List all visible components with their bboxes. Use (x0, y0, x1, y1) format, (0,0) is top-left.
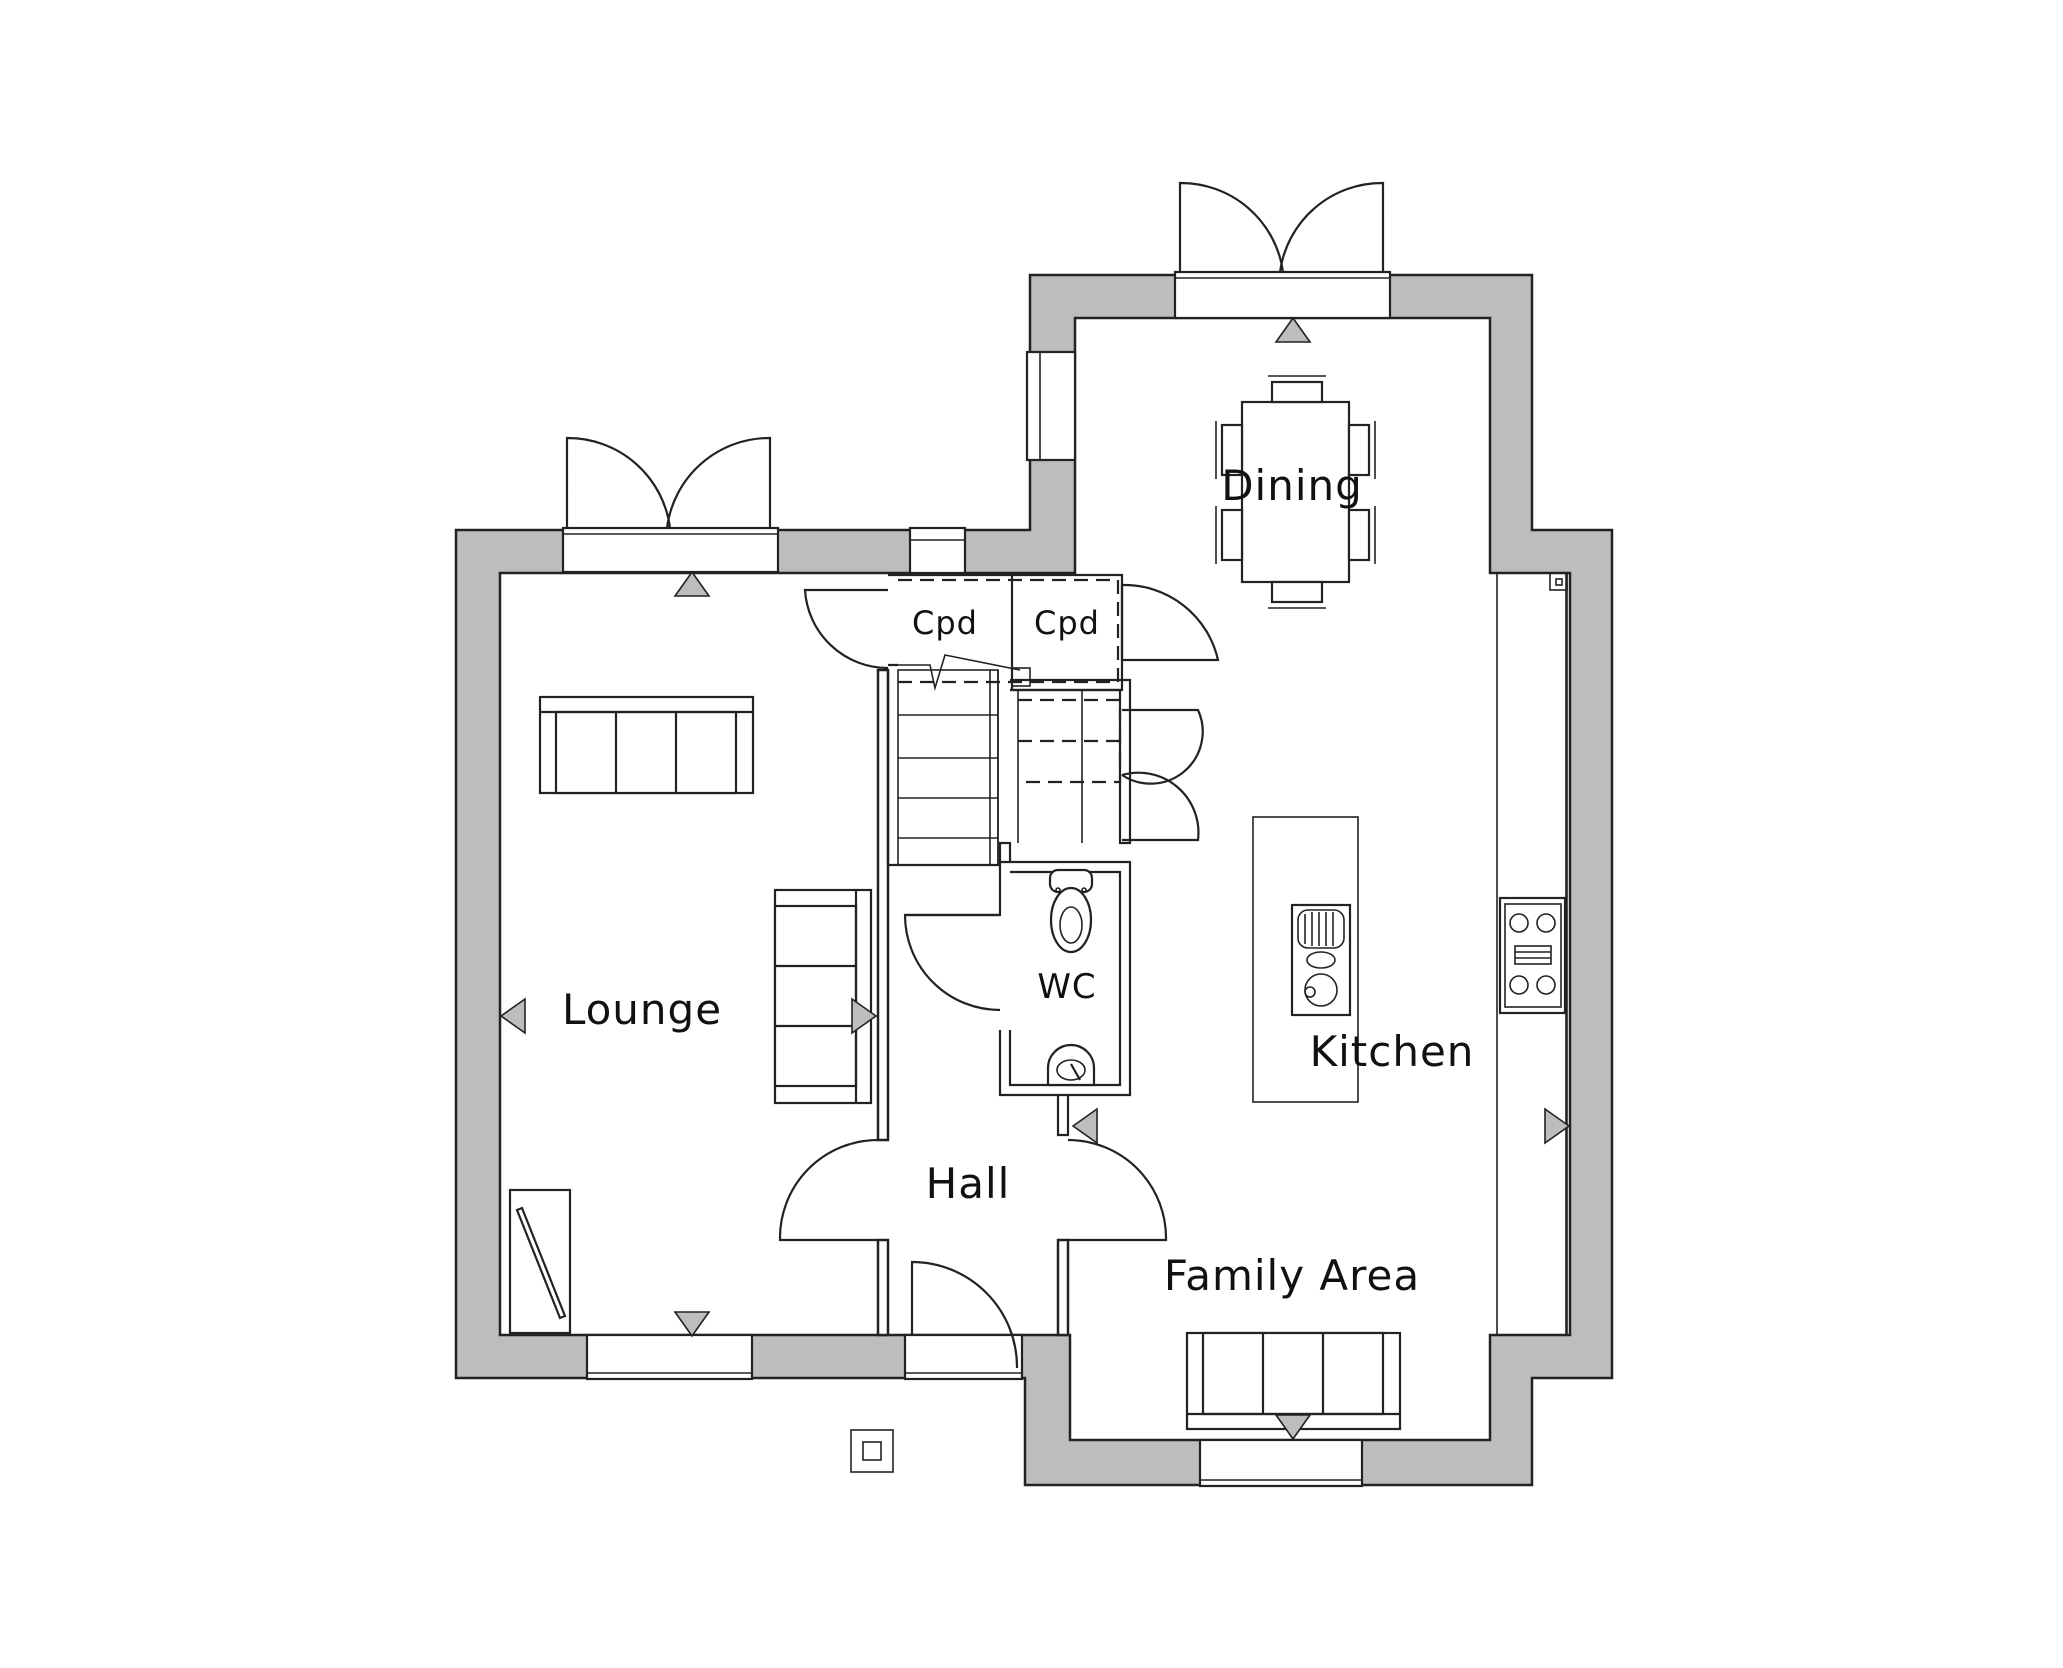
door-swing-icon (778, 1138, 1168, 1242)
walls (454, 273, 1614, 1487)
radiator-arrow-icon (1071, 1107, 1098, 1145)
room-label-wc: WC (1037, 967, 1096, 1007)
wall-left-block (454, 273, 1614, 1487)
radiator-arrow-icon (1544, 1107, 1571, 1145)
wc-wall-stub (1056, 1095, 1070, 1137)
partition-lounge-hall-lower (876, 1238, 890, 1337)
door-swing-icon (910, 1260, 1019, 1369)
window-icon (903, 1333, 1024, 1381)
dining-table-icon (1215, 375, 1376, 609)
fireplace-icon (508, 1188, 572, 1335)
partitions (876, 573, 1132, 1337)
window-icon (1173, 270, 1392, 320)
room-label-lounge: Lounge (562, 985, 722, 1034)
room-label-dining: Dining (1221, 461, 1363, 510)
kitchen-island (1252, 816, 1359, 1103)
door-swing-icon (803, 583, 1220, 842)
partition-hall-kitchen-lower (1056, 1238, 1070, 1337)
stair-enclosure (886, 663, 1000, 867)
hob-icon (1498, 896, 1567, 1015)
kitchen-units (1252, 572, 1568, 1336)
worktop (1496, 572, 1568, 1336)
radiator-arrow-icon (673, 1311, 711, 1338)
windows (561, 270, 1392, 1488)
radiator-arrow-icon (499, 997, 526, 1035)
partition-lounge-hall (876, 668, 890, 1142)
radiator-arrow-icon (851, 997, 878, 1035)
window-icon (1198, 1438, 1364, 1488)
cupboard-dashed (898, 578, 1120, 684)
meter-box-icon (850, 1429, 894, 1473)
furniture (508, 375, 1402, 1473)
store-walls (998, 678, 1132, 862)
sofa-icon (538, 695, 755, 795)
radiator-arrow-icon (673, 570, 711, 597)
cupboards (898, 578, 1120, 684)
staircase-icon (897, 654, 1122, 866)
radiators (499, 316, 1571, 1441)
sink-icon (1290, 903, 1352, 1017)
window-icon (1025, 350, 1077, 462)
toilet-icon (1048, 868, 1094, 954)
hall-stair-line (905, 862, 1002, 917)
room-labels: Lounge Dining Kitchen Family Area Hall W… (562, 461, 1475, 1300)
room-label-cupboard-1: Cpd (912, 604, 978, 642)
basin-icon (1046, 1043, 1096, 1087)
room-label-family-area: Family Area (1164, 1251, 1420, 1300)
door-swing-icon (903, 913, 1001, 1012)
room-label-cupboard-2: Cpd (1034, 604, 1100, 642)
sofa-icon (1185, 1331, 1402, 1431)
radiator-arrow-icon (1274, 316, 1312, 343)
radiator-arrow-icon (1274, 1414, 1312, 1441)
room-label-hall: Hall (926, 1159, 1011, 1208)
doors (565, 181, 1385, 1369)
door-swing-icon (1178, 181, 1385, 273)
window-icon (585, 1333, 754, 1381)
extractor-box (1549, 572, 1568, 591)
window-icon (561, 526, 780, 574)
door-swing-icon (565, 436, 772, 529)
window-icon (908, 526, 967, 575)
sofa-icon (773, 888, 873, 1105)
room-label-kitchen: Kitchen (1310, 1027, 1475, 1076)
